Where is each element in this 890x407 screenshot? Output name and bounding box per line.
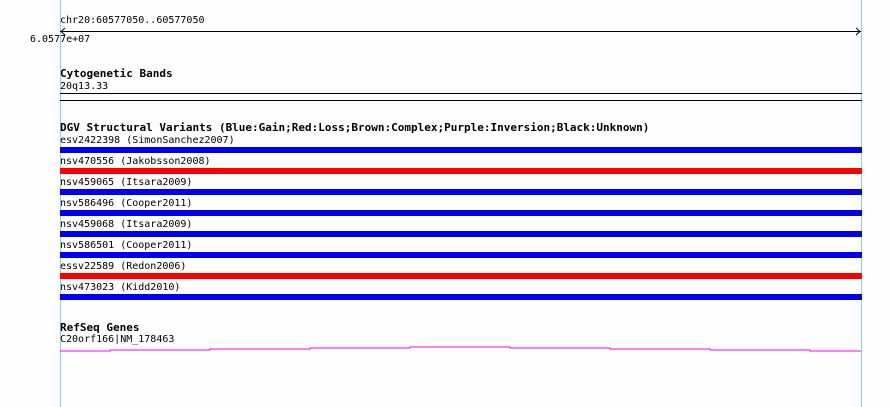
- axis-tick-label: 6.0577e+07: [30, 34, 91, 45]
- dgv-variant-bar[interactable]: [60, 252, 862, 258]
- dgv-variant-label[interactable]: nsv586496 (Cooper2011): [60, 198, 193, 209]
- region-left-guide: [60, 0, 61, 407]
- dgv-variant-bar[interactable]: [60, 231, 862, 237]
- dgv-variant-label[interactable]: nsv459068 (Itsara2009): [60, 219, 193, 230]
- dgv-variant-bar[interactable]: [60, 294, 862, 300]
- refseq-gene-feature[interactable]: [60, 344, 862, 354]
- dgv-variant-label[interactable]: esv2422398 (SimonSanchez2007): [60, 135, 235, 146]
- cytogenetic-bands-title: Cytogenetic Bands: [60, 67, 173, 80]
- dgv-variant-bar[interactable]: [60, 147, 862, 153]
- dgv-variant-bar[interactable]: [60, 273, 862, 279]
- dgv-variant-bar[interactable]: [60, 210, 862, 216]
- dgv-variant-bar[interactable]: [60, 189, 862, 195]
- dgv-variant-label[interactable]: essv22589 (Redon2006): [60, 261, 187, 272]
- position-axis-arrow: [60, 27, 861, 36]
- cytoband-line-top: [60, 93, 862, 94]
- dgv-variant-label[interactable]: nsv586501 (Cooper2011): [60, 240, 193, 251]
- location-label: chr20:60577050..60577050: [60, 15, 205, 26]
- dgv-variant-label[interactable]: nsv473023 (Kidd2010): [60, 282, 181, 293]
- cytoband-label: 20q13.33: [60, 81, 109, 92]
- dgv-variant-bar[interactable]: [60, 168, 862, 174]
- region-right-guide: [861, 0, 862, 407]
- dgv-track-title: DGV Structural Variants (Blue:Gain;Red:L…: [60, 121, 650, 134]
- dgv-variant-label[interactable]: nsv470556 (Jakobsson2008): [60, 156, 211, 167]
- cytoband-line-bottom: [60, 100, 862, 101]
- dgv-variant-label[interactable]: nsv459065 (Itsara2009): [60, 177, 193, 188]
- refseq-track-title: RefSeq Genes: [60, 321, 140, 334]
- refseq-gene-label[interactable]: C20orf166|NM_178463: [60, 334, 175, 345]
